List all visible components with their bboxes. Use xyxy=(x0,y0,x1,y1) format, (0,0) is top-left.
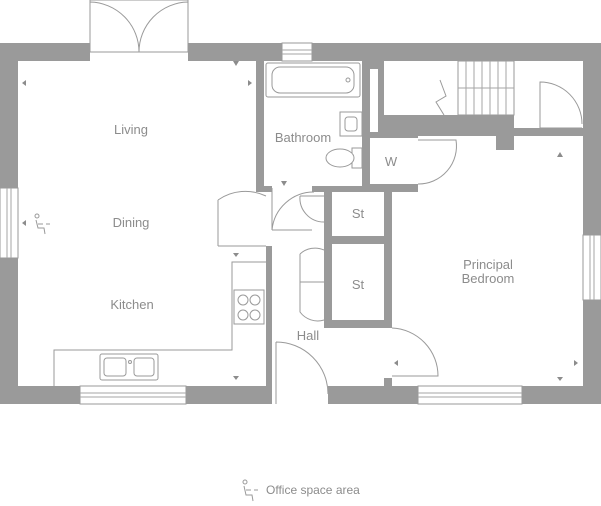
legend-office-label: Office space area xyxy=(266,483,360,497)
french-doors xyxy=(89,0,189,53)
windows xyxy=(0,42,601,405)
staircase xyxy=(435,60,515,116)
room-label-store-1: St xyxy=(352,206,365,221)
room-label-living: Living xyxy=(114,122,148,137)
outer-walls xyxy=(0,43,601,404)
room-label-store-2: St xyxy=(352,277,365,292)
bathroom-fixtures xyxy=(265,62,363,169)
room-label-principal: Principal xyxy=(463,257,513,272)
room-label-dining: Dining xyxy=(113,215,150,230)
dimension-markers xyxy=(22,61,578,381)
room-label-bathroom: Bathroom xyxy=(275,130,331,145)
kitchen-fittings xyxy=(53,261,266,386)
legend: Office space area xyxy=(240,478,360,502)
door-swings xyxy=(217,81,583,404)
room-label-hall: Hall xyxy=(297,328,320,343)
room-label-wardrobe: W xyxy=(385,154,398,169)
room-label-bedroom: Bedroom xyxy=(462,271,515,286)
person-at-desk-icon xyxy=(242,479,258,502)
room-label-kitchen: Kitchen xyxy=(110,297,153,312)
office-space-icon xyxy=(34,213,50,235)
internal-walls xyxy=(256,61,583,394)
